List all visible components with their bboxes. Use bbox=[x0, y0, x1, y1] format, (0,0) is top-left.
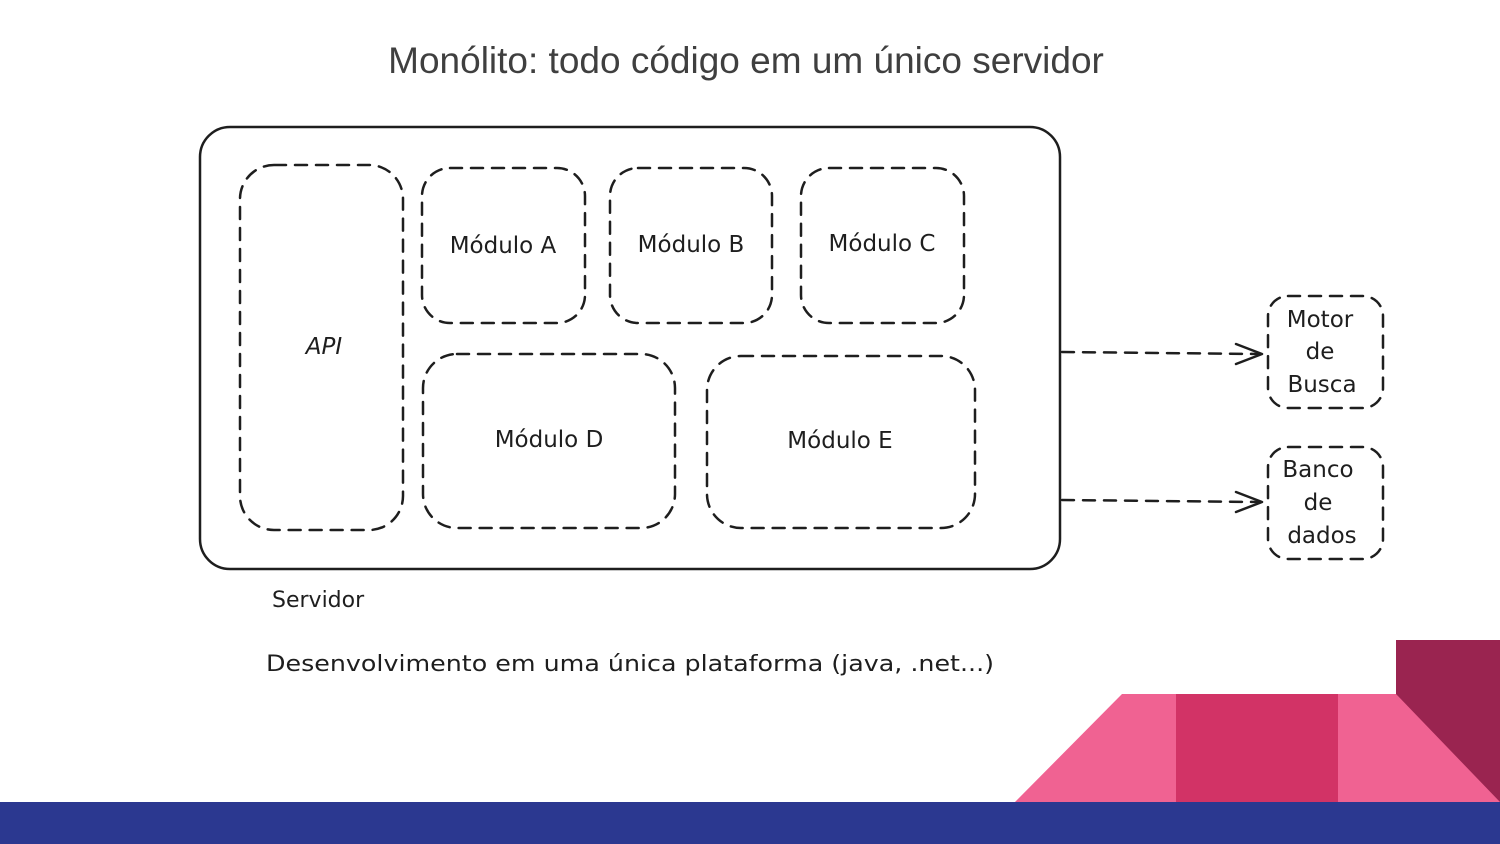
platform-note: Desenvolvimento em uma única plataforma … bbox=[266, 652, 994, 677]
decor-maroon-shape bbox=[1396, 640, 1500, 802]
module-a-label: Módulo A bbox=[450, 233, 557, 259]
arrow-line-database bbox=[1060, 498, 1260, 504]
search-engine-label-line-3: Busca bbox=[1287, 372, 1356, 398]
module-c-label: Módulo C bbox=[829, 231, 936, 257]
api-label: API bbox=[304, 334, 343, 360]
api-box bbox=[238, 163, 405, 532]
module-e-box bbox=[705, 354, 977, 530]
module-a-box bbox=[420, 166, 587, 325]
search-engine-label-line-1: Motor bbox=[1287, 307, 1354, 333]
server-box bbox=[198, 125, 1062, 571]
decor-pink-mid-block bbox=[1176, 694, 1338, 802]
arrow-line-search-engine bbox=[1060, 350, 1260, 356]
module-b-box bbox=[608, 166, 774, 325]
arrowhead-search-engine bbox=[1234, 342, 1264, 366]
database-label-line-3: dados bbox=[1287, 523, 1356, 549]
module-c-box bbox=[799, 166, 966, 325]
module-b-label: Módulo B bbox=[638, 232, 745, 258]
arrowhead-database bbox=[1234, 490, 1264, 514]
database-label-line-1: Banco bbox=[1282, 457, 1353, 483]
module-e-label: Módulo E bbox=[787, 428, 892, 454]
footer-bar bbox=[0, 802, 1500, 844]
search-engine-label-line-2: de bbox=[1306, 339, 1335, 365]
module-d-label: Módulo D bbox=[495, 427, 604, 453]
server-label: Servidor bbox=[272, 588, 365, 613]
database-label-line-2: de bbox=[1304, 490, 1333, 516]
module-d-box bbox=[421, 352, 677, 530]
slide-title: Monólito: todo código em um único servid… bbox=[388, 40, 1104, 81]
